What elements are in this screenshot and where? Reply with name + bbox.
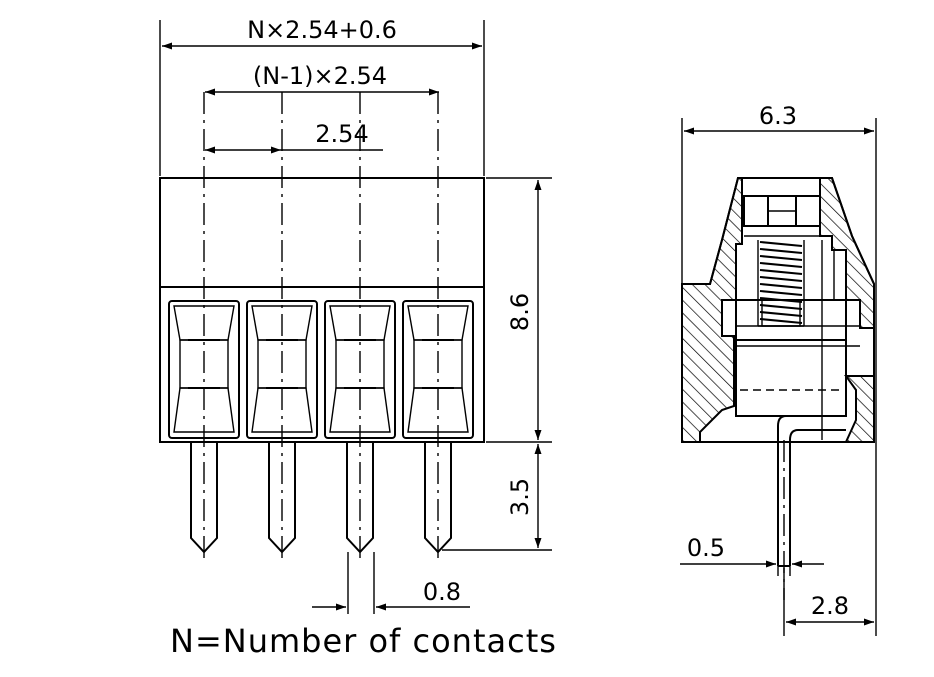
dim-span-label: (N-1)×2.54 [253,62,387,90]
dim-pin-length-label: 3.5 [506,478,534,516]
contact-pin [268,442,296,554]
dim-pitch-label: 2.54 [315,120,368,148]
dim-pin-width-label: 0.8 [423,578,461,606]
contact-pin [190,442,218,554]
dim-height-label: 8.6 [506,293,534,331]
contact-pins [190,442,452,554]
clamp-box [735,299,847,341]
housing-section-bottom [844,375,875,443]
side-contact-pin [777,415,846,566]
side-view: 6.3 [680,102,877,636]
dimension-pin-thickness: 0.5 [680,534,824,576]
housing-outline [159,177,485,443]
dim-pin-offset-label: 2.8 [811,592,849,620]
dimension-pin-length: 3.5 [442,444,552,551]
screw-thread [759,241,803,327]
dimension-pin-width: 0.8 [312,552,470,614]
dimension-pitch: 2.54 [205,120,383,154]
note-contacts: N=Number of contacts [170,622,557,660]
screw-head [743,195,821,227]
contact-openings [168,300,474,439]
dimension-span: (N-1)×2.54 [205,62,439,96]
dimension-overall-width: N×2.54+0.6 [159,16,485,176]
wire-entry [735,339,847,417]
dimension-pin-offset: 2.8 [783,568,874,636]
dimension-height: 8.6 [486,177,552,443]
dim-depth-label: 6.3 [759,102,797,130]
dimension-depth: 6.3 [681,102,877,636]
contact-pin [424,442,452,554]
front-view: N×2.54+0.6 (N-1)×2.54 2.54 8.6 3.5 [159,16,557,660]
housing-section-left [681,177,743,443]
dim-overall-width-label: N×2.54+0.6 [247,16,397,44]
dim-pin-thickness-label: 0.5 [687,534,725,562]
center-lines [203,92,439,560]
contact-pin [346,442,374,554]
